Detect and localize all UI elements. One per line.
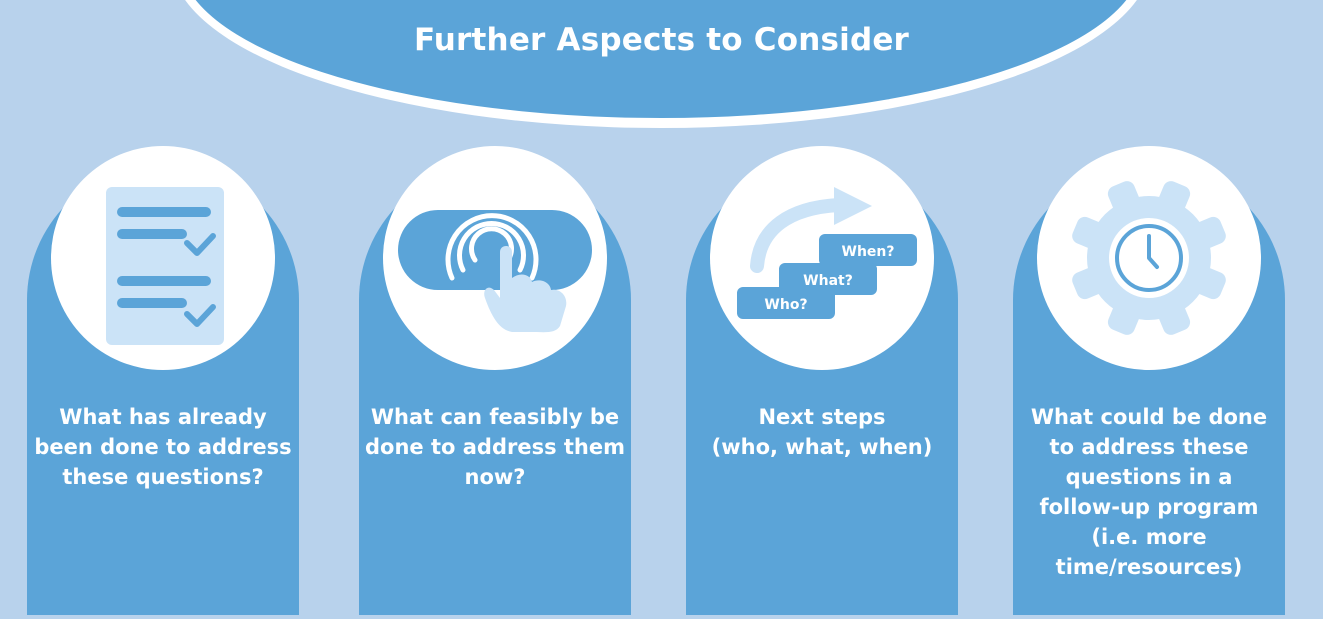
card-4 — [1013, 146, 1285, 615]
touch-button-icon — [398, 210, 592, 333]
next-steps-icon: When? What? Who? — [737, 187, 917, 319]
checklist-icon — [106, 187, 224, 345]
title-banner — [185, 0, 1137, 128]
bubble-what-text: What? — [803, 273, 853, 289]
card-1 — [27, 146, 299, 615]
card-4-label: What could be done to address these ques… — [1030, 405, 1268, 579]
card-3: When? What? Who? — [686, 146, 958, 615]
bubble-who-text: Who? — [764, 297, 807, 313]
card-3-label: Next steps (who, what, when) — [711, 405, 933, 459]
card-2-label: What can feasibly be done to address the… — [365, 405, 625, 489]
title-area: Further Aspects to Consider — [0, 0, 1323, 130]
bubble-when — [819, 234, 917, 266]
gear-clock-icon — [1072, 181, 1226, 335]
card-2 — [359, 146, 631, 615]
arrow-head-icon — [834, 187, 872, 225]
page-title: Further Aspects to Consider — [413, 22, 910, 58]
bubble-who — [737, 287, 835, 319]
clock-icon — [1115, 224, 1183, 292]
card-1-label: What has already been done to address th… — [34, 405, 292, 489]
bubble-when-text: When? — [842, 244, 895, 260]
